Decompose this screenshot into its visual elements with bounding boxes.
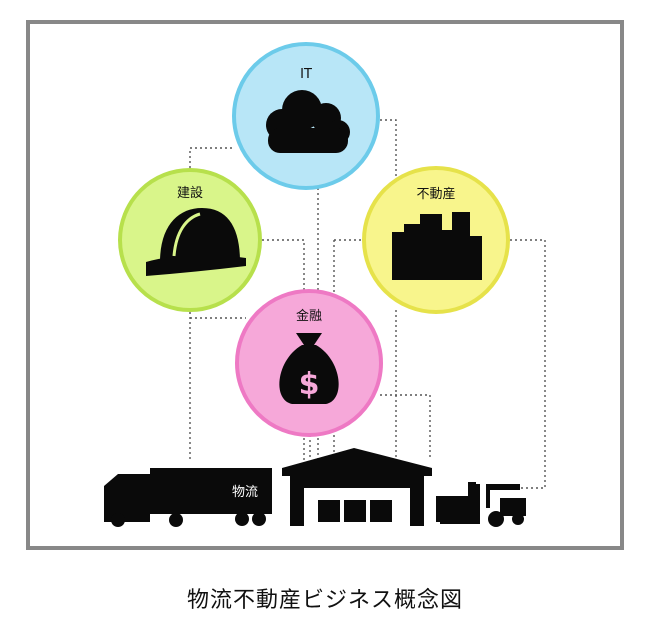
construction-node: 建設 <box>118 168 262 312</box>
forklift-icon <box>436 482 526 527</box>
truck-icon <box>104 468 272 527</box>
realestate-label: 不動産 <box>416 186 455 202</box>
connector-it-realestate <box>380 119 397 200</box>
truck-label: 物流 <box>232 485 258 500</box>
hard-hat-highlight <box>172 212 201 257</box>
finance-node: 金融 $ <box>235 289 383 437</box>
it-label: IT <box>300 67 312 82</box>
hard-hat-icon <box>146 208 246 276</box>
svg-text:$: $ <box>299 367 320 402</box>
warehouse-icon <box>282 448 432 526</box>
it-node: IT <box>232 42 380 190</box>
realestate-node: 不動産 <box>362 166 510 314</box>
finance-label: 金融 <box>296 308 322 324</box>
construction-label: 建設 <box>177 185 203 201</box>
connector-finance-right <box>380 394 431 460</box>
diagram-caption: 物流不動産ビジネス概念図 <box>186 588 463 613</box>
connector-it-construction <box>189 147 232 170</box>
connector-realestate-forklift <box>510 239 546 489</box>
connector-lines <box>189 119 546 489</box>
cloud-icon <box>266 90 350 153</box>
connector-construction-warehouse <box>262 239 305 460</box>
buildings-icon <box>392 212 482 280</box>
money-bag-icon: $ <box>279 333 339 404</box>
